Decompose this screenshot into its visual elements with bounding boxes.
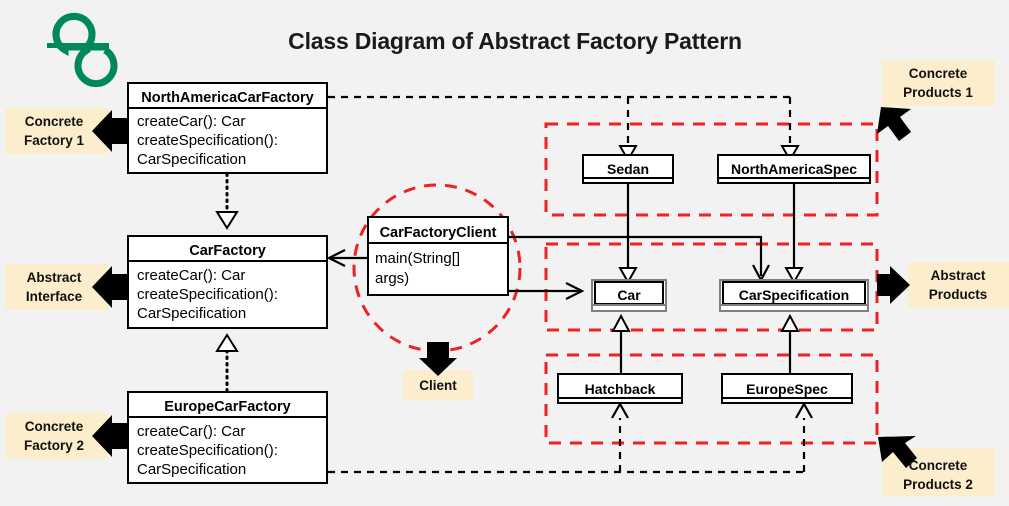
class-member-cfc-0: main(String[] — [375, 250, 460, 267]
annotation-abstract-interface-line2: Interface — [26, 289, 83, 304]
connector-europespec-to-carspecification — [780, 313, 800, 374]
annotation-abstract-interface: Abstract Interface — [5, 264, 128, 310]
annotation-concrete-factory-1-line2: Factory 1 — [24, 133, 85, 148]
class-title-north-america-spec: NorthAmericaSpec — [731, 161, 857, 177]
class-box-north-america-spec[interactable]: NorthAmericaSpec — [717, 154, 871, 184]
annotation-concrete-factory-1: Concrete Factory 1 — [5, 108, 128, 154]
class-member-nacf-0: createCar(): Car — [137, 113, 245, 130]
annotation-abstract-products-line2: Products — [929, 287, 988, 302]
class-title-car-factory: CarFactory — [189, 243, 266, 259]
class-title-hatchback: Hatchback — [585, 381, 656, 397]
connector-hatchback-to-car — [611, 313, 631, 374]
connector-client-to-car — [508, 282, 585, 300]
connector-client-to-carfactory — [326, 249, 368, 267]
class-box-hatchback[interactable]: Hatchback — [557, 373, 683, 404]
connector-sedan-to-car — [618, 183, 638, 285]
class-title-car-specification: CarSpecification — [739, 287, 849, 303]
class-member-cf-2: CarSpecification — [137, 305, 246, 322]
class-member-nacf-2: CarSpecification — [137, 151, 246, 168]
class-member-ecf-0: createCar(): Car — [137, 423, 245, 440]
class-member-cfc-1: args) — [375, 270, 409, 287]
page-title: Class Diagram of Abstract Factory Patter… — [288, 28, 742, 54]
annotation-concrete-factory-2: Concrete Factory 2 — [5, 413, 128, 459]
annotation-client-line1: Client — [419, 378, 457, 393]
class-box-car[interactable]: Car — [591, 279, 667, 312]
annotation-abstract-interface-line1: Abstract — [27, 270, 82, 285]
annotation-abstract-products: Abstract Products — [877, 262, 1009, 308]
annotation-abstract-products-line1: Abstract — [931, 268, 986, 283]
geeksforgeeks-logo — [47, 12, 118, 88]
annotation-concrete-factory-1-line1: Concrete — [25, 114, 84, 129]
connector-ecf-to-carfactory — [215, 333, 239, 393]
class-box-car-factory-client[interactable]: CarFactoryClient main(String[] args) — [367, 216, 509, 296]
class-box-europe-spec[interactable]: EuropeSpec — [721, 373, 853, 404]
class-title-north-america-car-factory: NorthAmericaCarFactory — [141, 90, 313, 106]
annotation-concrete-products-1-line2: Products 1 — [903, 85, 973, 100]
connector-nasspec-to-carspecification — [784, 183, 804, 285]
connector-nacf-to-carfactory — [215, 172, 239, 230]
class-title-car: Car — [617, 287, 641, 303]
class-title-europe-spec: EuropeSpec — [746, 381, 828, 397]
class-title-car-factory-client: CarFactoryClient — [380, 225, 497, 241]
class-box-sedan[interactable]: Sedan — [582, 154, 674, 184]
class-member-ecf-1: createSpecification(): — [137, 442, 278, 459]
concrete-products-1-region — [544, 122, 879, 217]
connector-nacf-to-concrete-products-1 — [328, 95, 800, 163]
annotation-concrete-products-1: Concrete Products 1 — [877, 60, 995, 141]
class-title-europe-car-factory: EuropeCarFactory — [164, 399, 291, 415]
class-member-ecf-2: CarSpecification — [137, 461, 246, 478]
annotation-concrete-products-2: Concrete Products 2 — [878, 436, 995, 496]
class-member-cf-1: createSpecification(): — [137, 286, 278, 303]
annotation-concrete-factory-2-line1: Concrete — [25, 419, 84, 434]
class-box-car-specification[interactable]: CarSpecification — [719, 279, 869, 312]
annotation-concrete-products-2-line1: Concrete — [909, 458, 968, 473]
annotation-client: Client — [403, 342, 473, 400]
annotation-concrete-products-1-line1: Concrete — [909, 66, 968, 81]
class-box-europe-car-factory[interactable]: EuropeCarFactory createCar(): Car create… — [127, 391, 328, 484]
annotation-concrete-factory-2-line2: Factory 2 — [24, 438, 84, 453]
class-title-sedan: Sedan — [607, 161, 649, 177]
class-member-nacf-1: createSpecification(): — [137, 132, 278, 149]
annotation-concrete-products-2-line2: Products 2 — [903, 477, 973, 492]
class-member-cf-0: createCar(): Car — [137, 267, 245, 284]
class-box-north-america-car-factory[interactable]: NorthAmericaCarFactory createCar(): Car … — [127, 82, 328, 174]
class-box-car-factory[interactable]: CarFactory createCar(): Car createSpecif… — [127, 235, 328, 329]
